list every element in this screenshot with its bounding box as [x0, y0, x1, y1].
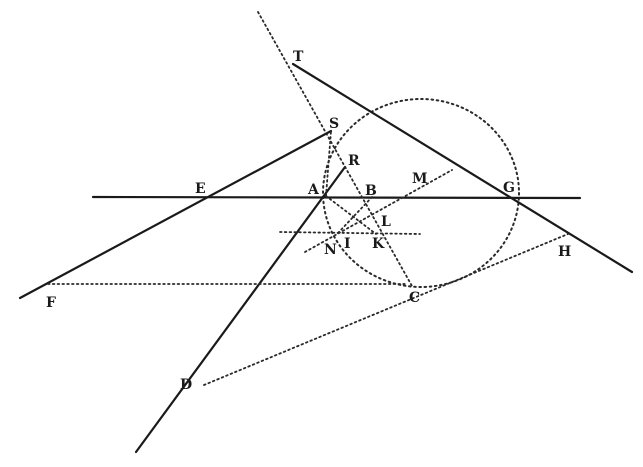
line-DR	[134, 165, 347, 454]
line-DH	[203, 233, 569, 386]
line-N-M	[304, 169, 453, 253]
label-F: F	[46, 295, 56, 311]
label-D: D	[180, 377, 192, 393]
label-T: T	[293, 49, 304, 65]
label-L: L	[381, 214, 391, 230]
line-AK	[325, 195, 377, 235]
label-R: R	[348, 153, 360, 169]
label-M: M	[412, 171, 428, 187]
line-A-S	[325, 130, 332, 197]
line-IK	[279, 231, 421, 235]
dotted-circle	[322, 98, 520, 288]
label-S: S	[329, 116, 339, 132]
line-FS	[18, 129, 333, 300]
label-I: I	[344, 236, 351, 252]
label-B: B	[365, 183, 377, 199]
label-N: N	[324, 242, 337, 258]
label-H: H	[558, 244, 571, 260]
label-C: C	[409, 290, 420, 306]
line-TH	[291, 62, 634, 274]
line-I-B	[337, 195, 374, 234]
label-G: G	[503, 180, 515, 196]
label-A: A	[307, 182, 320, 198]
line-EG	[91, 195, 582, 200]
line-T-C	[257, 11, 413, 287]
label-K: K	[372, 236, 385, 252]
label-E: E	[195, 181, 206, 197]
